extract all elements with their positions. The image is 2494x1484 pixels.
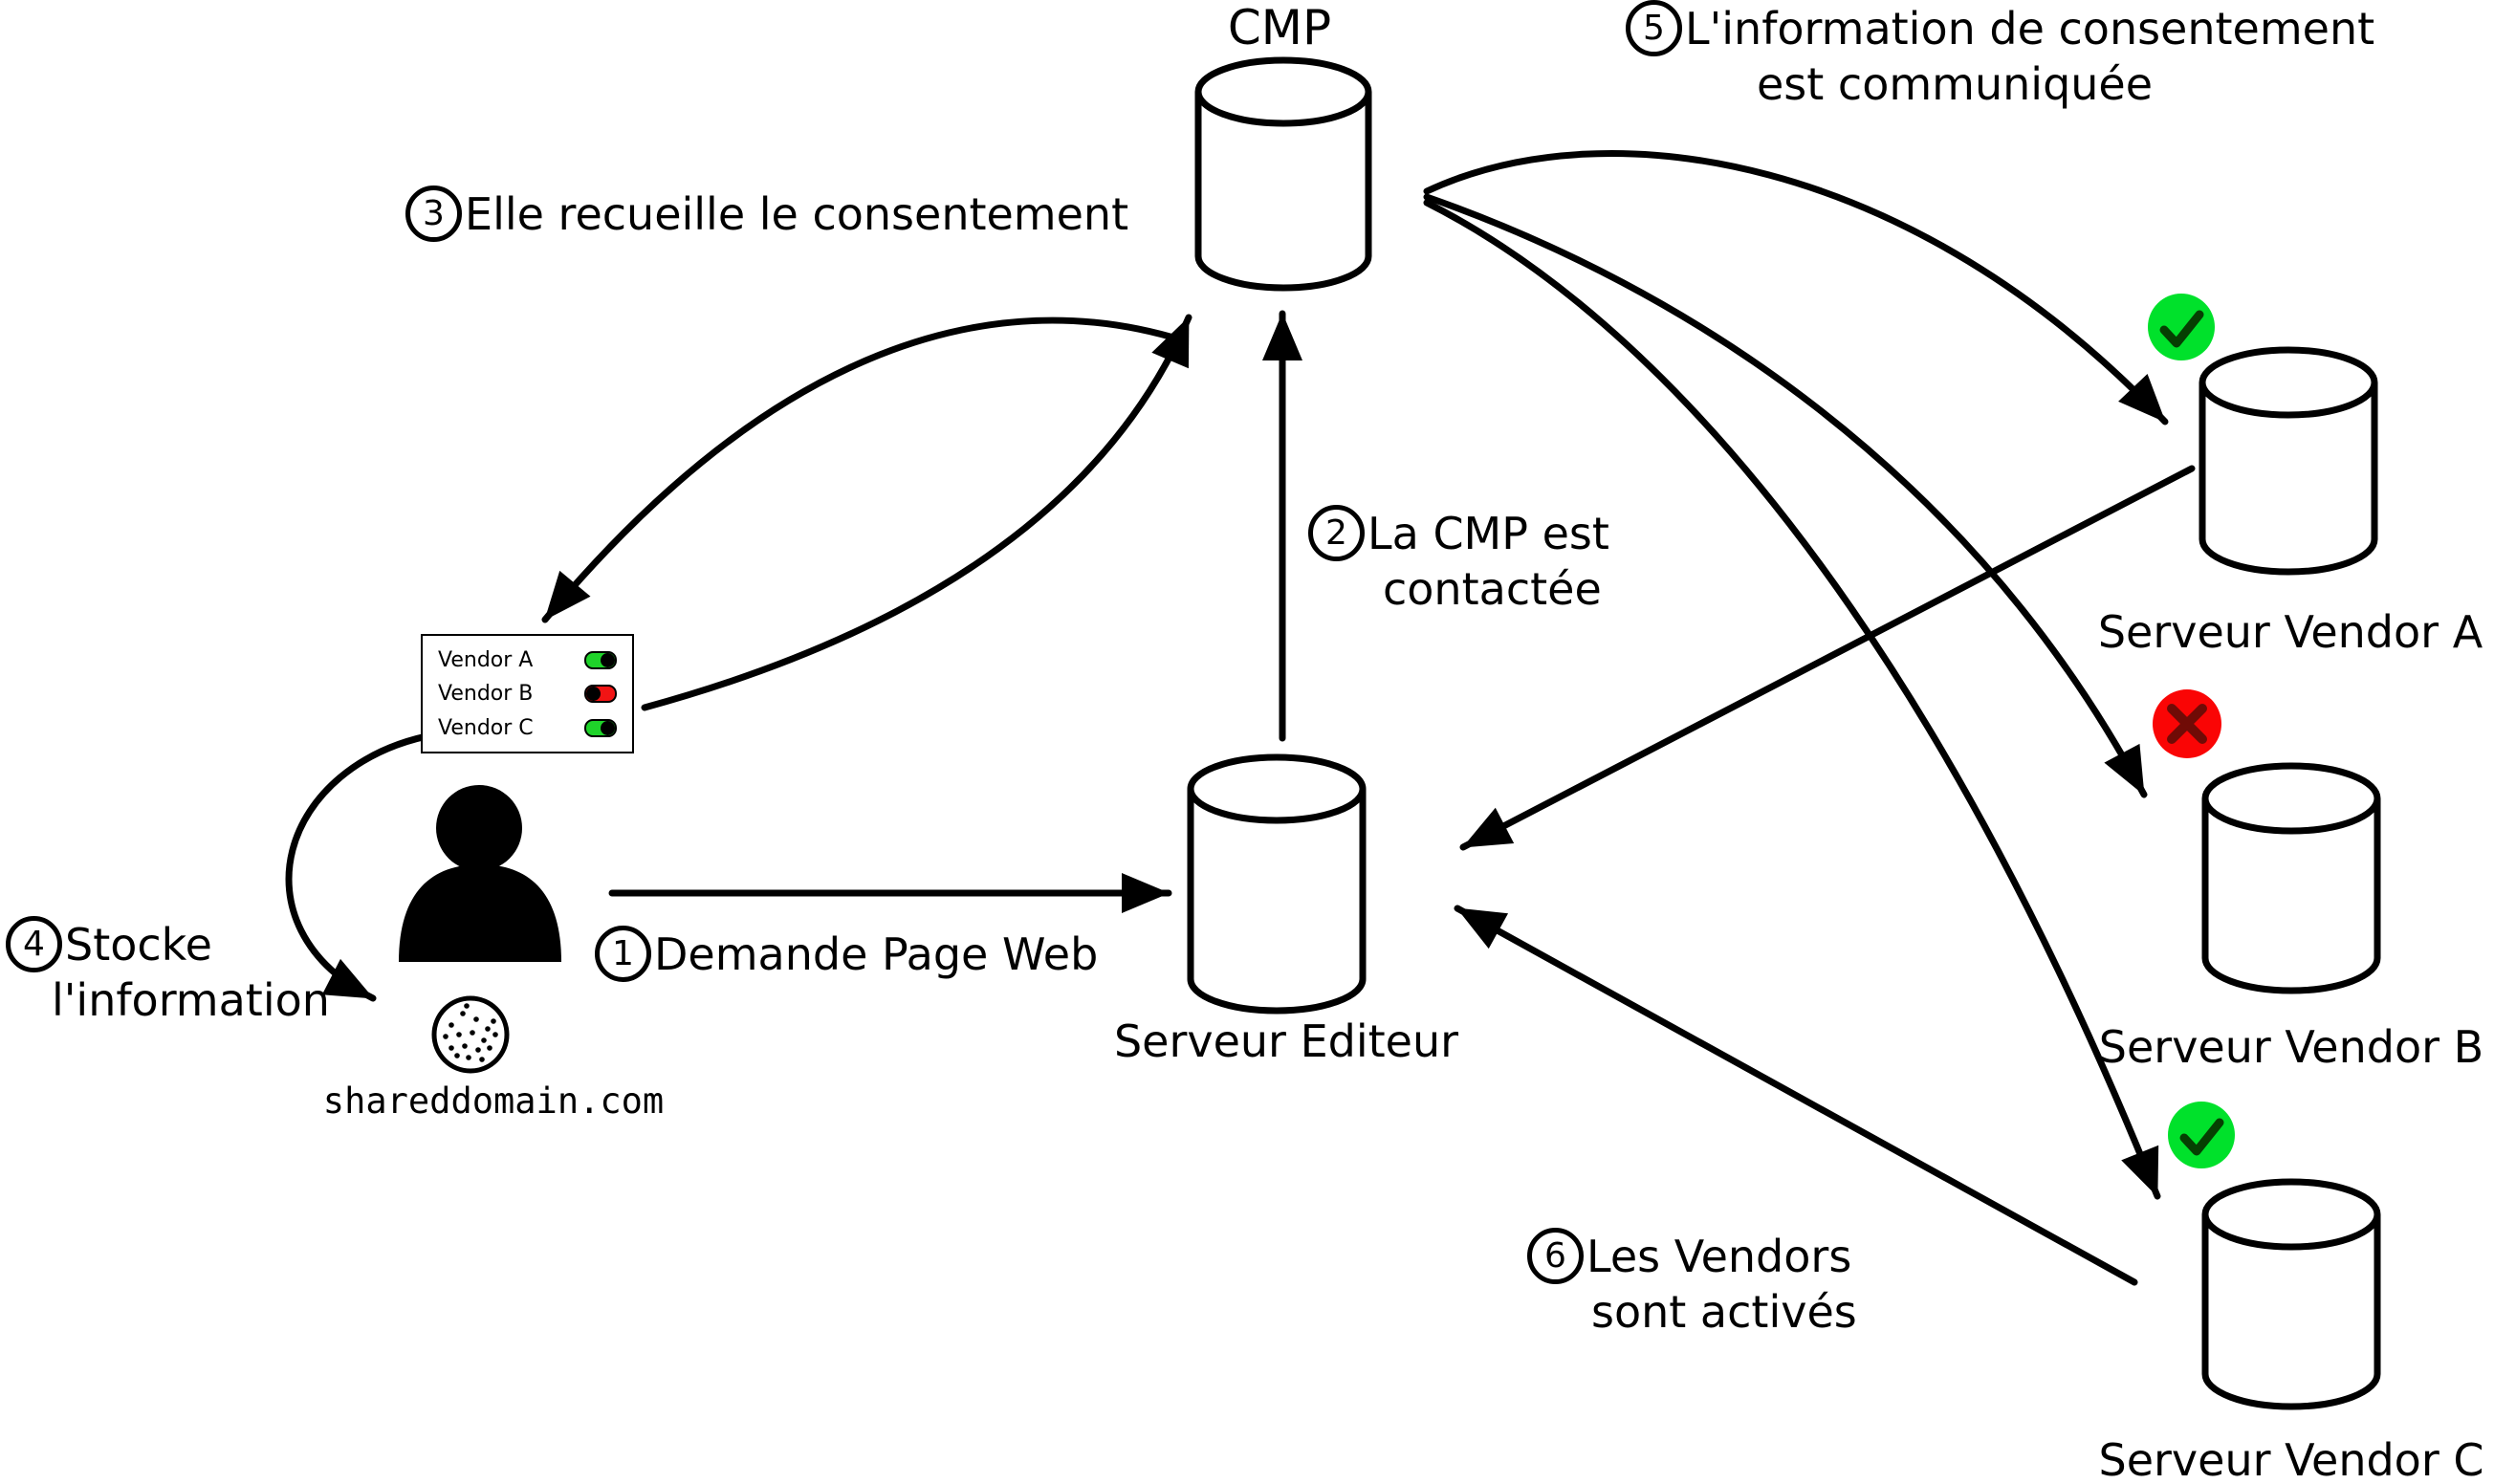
arrow-store-cookie [285,731,440,1002]
vendor-b-name: Vendor B [438,682,534,706]
step-5-note: 5 L'information de consentement est comm… [1626,0,2374,112]
step-6-text-line1: Les Vendors [1586,1230,1852,1282]
step-1-note: 1 Demande Page Web [595,926,1098,982]
vendor-a-database-icon [2199,346,2378,576]
toggle-knob [601,652,615,667]
vendor-a-name: Vendor A [438,647,534,672]
consent-row-vendor-a: Vendor A [438,648,617,672]
arrow-vendor-a-to-editor [1459,465,2196,851]
arrow-cmp-to-consent-panel [541,316,1187,623]
step-4-text-line2: l'information [52,974,330,1026]
step-6-number: 6 [1527,1228,1584,1284]
arrow-cmp-to-vendor-a [1423,149,2169,426]
toggle-knob [586,687,601,701]
vendor-c-server-label: Serveur Vendor C [2098,1434,2484,1484]
step-5-number: 5 [1626,0,1682,56]
step-3-note: 3 Elle recueille le consentement [405,186,1128,242]
arrow-vendor-c-to-editor [1454,905,2138,1286]
vendor-b-server-label: Serveur Vendor B [2098,1021,2484,1073]
step-2-text-line2: contactée [1383,563,1602,615]
cookie-icon [431,995,510,1074]
step-6-note: 6 Les Vendors sont activés [1527,1228,1857,1340]
vendor-a-toggle[interactable] [584,650,617,669]
consent-row-vendor-c: Vendor C [438,716,617,740]
step-5-text-line2: est communiquée [1757,58,2154,110]
vendor-a-server-label: Serveur Vendor A [2097,606,2483,658]
vendor-b-database-icon [2201,762,2381,994]
step-1-number: 1 [595,926,651,982]
step-2-text-line1: La CMP est [1367,507,1609,559]
vendor-c-database-icon [2201,1178,2381,1410]
step-1-text: Demande Page Web [654,928,1099,980]
step-2-note: 2 La CMP est contactée [1308,505,1609,617]
arrow-cmp-to-vendor-b [1423,193,2148,798]
vendor-c-name: Vendor C [438,715,534,740]
cmp-database-icon [1194,56,1372,292]
step-4-note: 4 Stocke l'information [6,916,330,1028]
vendor-c-toggle[interactable] [584,718,617,737]
cmp-label: CMP [1227,0,1332,55]
vendor-b-toggle[interactable] [584,685,617,703]
vendor-c-check-icon [2168,1102,2235,1168]
vendor-b-cross-icon [2153,689,2221,758]
step-4-number: 4 [6,916,62,972]
toggle-knob [601,720,615,735]
step-2-number: 2 [1308,505,1365,561]
shared-domain-label: shareddomain.com [322,1080,665,1122]
arrow-cmp-to-vendor-c [1423,199,2161,1200]
consent-row-vendor-b: Vendor B [438,682,617,706]
consent-panel: Vendor A Vendor B Vendor C [421,634,634,753]
step-5-text-line1: L'information de consentement [1685,2,2375,55]
step-4-text-line1: Stocke [65,918,212,971]
step-6-text-line2: sont activés [1591,1286,1857,1338]
step-3-number: 3 [405,186,462,242]
arrow-consent-panel-to-cmp [641,314,1192,711]
vendor-a-check-icon [2148,294,2215,360]
editor-server-database-icon [1187,753,1367,1015]
person-icon [399,785,561,962]
step-3-text: Elle recueille le consentement [465,187,1129,240]
editor-server-label: Serveur Editeur [1113,1015,1459,1067]
